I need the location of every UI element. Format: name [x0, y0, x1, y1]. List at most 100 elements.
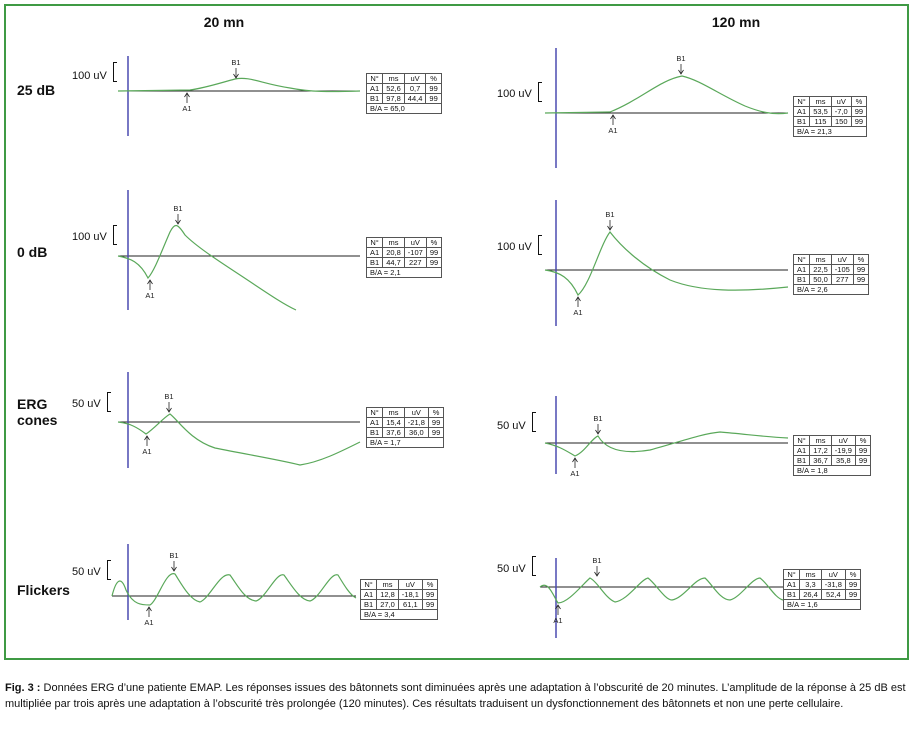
- row-label-0db: 0 dB: [17, 244, 48, 260]
- table-header-cell: N°: [782, 569, 801, 580]
- table-cell: 99: [844, 589, 862, 600]
- table-cell: B1: [365, 257, 384, 268]
- table-header-cell: N°: [365, 73, 384, 84]
- table-cell: 44,7: [382, 257, 405, 268]
- table-cell: 99: [850, 106, 868, 117]
- figure-caption: Fig. 3 : Données ERG d’une patiente EMAP…: [5, 680, 910, 712]
- table-ratio-row: B/A = 21,3: [792, 126, 868, 137]
- table-cell: 99: [844, 579, 862, 590]
- table-cell: B1: [365, 93, 384, 104]
- table-cell: 52,6: [382, 83, 405, 94]
- scale-bracket: [532, 556, 536, 576]
- ratio-cell: B/A = 1,6: [782, 599, 862, 610]
- table-header-cell: ms: [809, 254, 832, 265]
- table-cell: B1: [792, 274, 811, 285]
- table-cell: 97,8: [382, 93, 405, 104]
- table-ratio-row: B/A = 1,6: [782, 599, 862, 610]
- table-header-cell: uV: [830, 435, 856, 446]
- table-header-cell: N°: [792, 254, 811, 265]
- table-cell: -21,8: [403, 417, 429, 428]
- scale-label: 100 uV: [72, 231, 107, 243]
- table-cell: 277: [830, 274, 854, 285]
- table-cell: -7,0: [830, 106, 852, 117]
- table-header-cell: uV: [403, 407, 429, 418]
- table-cell: 17,2: [809, 445, 832, 456]
- table-header-cell: %: [854, 435, 872, 446]
- scale-label: 100 uV: [497, 241, 532, 253]
- table-cell: -107: [403, 247, 427, 258]
- table-cell: -105: [830, 264, 854, 275]
- table-cell: B1: [792, 455, 811, 466]
- table-cell: 227: [403, 257, 427, 268]
- row-label-erg-cones: ERG cones: [17, 396, 58, 428]
- table-header-cell: %: [421, 579, 439, 590]
- scale-label: 100 uV: [497, 88, 532, 100]
- table-cell: 99: [427, 427, 445, 438]
- table-cell: -31,8: [820, 579, 846, 590]
- table-header-cell: uV: [820, 569, 846, 580]
- table-header-cell: N°: [792, 435, 811, 446]
- table-header-cell: ms: [376, 579, 399, 590]
- table-ratio-row: B/A = 1,7: [365, 437, 445, 448]
- table-header-cell: ms: [382, 237, 405, 248]
- table-header-cell: uV: [830, 254, 854, 265]
- table-cell: 26,4: [799, 589, 822, 600]
- table-header-cell: uV: [403, 73, 427, 84]
- table-header-cell: ms: [809, 435, 832, 446]
- table-header-cell: N°: [365, 407, 384, 418]
- table-cell: 12,8: [376, 589, 399, 600]
- scale-bracket: [532, 412, 536, 432]
- table-cell: B1: [782, 589, 801, 600]
- scale-bracket: [107, 560, 111, 580]
- ratio-cell: B/A = 21,3: [792, 126, 868, 137]
- table-cell: A1: [359, 589, 378, 600]
- table-header-cell: ms: [382, 407, 405, 418]
- table-cell: 36,0: [403, 427, 429, 438]
- table-cell: -19,9: [830, 445, 856, 456]
- table-cell: A1: [365, 83, 384, 94]
- table-cell: 35,8: [830, 455, 856, 466]
- table-cell: 53,5: [809, 106, 832, 117]
- ratio-cell: B/A = 1,8: [792, 465, 872, 476]
- table-cell: A1: [792, 445, 811, 456]
- table-cell: 99: [425, 93, 442, 104]
- table-cell: 99: [852, 274, 870, 285]
- table-cell: B1: [365, 427, 384, 438]
- table-cell: B1: [792, 116, 811, 127]
- table-header-cell: N°: [792, 96, 811, 107]
- column-title-20mn: 20 mn: [203, 14, 245, 30]
- scale-label: 50 uV: [497, 420, 526, 432]
- table-header-cell: uV: [830, 96, 852, 107]
- table-header-cell: %: [425, 73, 442, 84]
- table-cell: 3,3: [799, 579, 822, 590]
- row-label-25db: 25 dB: [17, 82, 56, 98]
- ratio-cell: B/A = 3,4: [359, 609, 439, 620]
- ratio-cell: B/A = 1,7: [365, 437, 445, 448]
- table-cell: 99: [854, 455, 872, 466]
- ratio-cell: B/A = 2,6: [792, 284, 870, 295]
- table-cell: 37,6: [382, 427, 405, 438]
- table-cell: 22,5: [809, 264, 832, 275]
